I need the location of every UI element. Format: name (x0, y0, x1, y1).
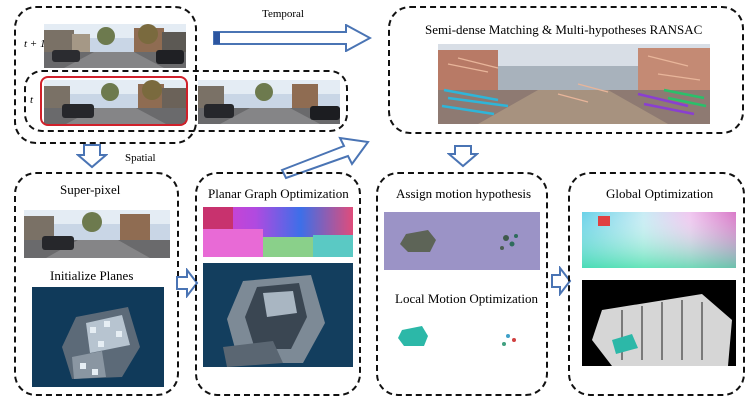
frame-t1-label: t + 1 (24, 38, 46, 50)
temporal-label: Temporal (262, 8, 304, 20)
matching-box (388, 6, 744, 134)
planar-to-matching-arrow (280, 136, 370, 180)
init-planes-title: Initialize Planes (50, 268, 134, 283)
frame-t-label: t (30, 94, 34, 106)
frame-t-pair-box (24, 70, 348, 132)
motion-box (376, 172, 548, 396)
temporal-arrow (213, 24, 372, 52)
matching-to-assign-arrow (447, 145, 479, 168)
input-frames-box (14, 6, 197, 144)
superpixel-title: Super-pixel (60, 182, 121, 197)
matching-title: Semi-dense Matching & Multi-hypotheses R… (425, 22, 703, 37)
global-flow-image (582, 212, 736, 268)
spatial-label: Spatial (125, 152, 156, 164)
planar-box (195, 172, 361, 396)
frame-t-highlight (40, 76, 188, 126)
superpixel-image (24, 210, 170, 258)
matching-flow-image (438, 44, 710, 124)
planar-pointcloud (203, 263, 353, 367)
local-motion-image (384, 312, 540, 358)
init-planes-pointcloud (32, 287, 164, 387)
global-title: Global Optimization (606, 186, 714, 201)
global-box (568, 172, 745, 396)
superpixel-to-planar-arrow (176, 268, 199, 298)
frame-t-image (44, 80, 186, 124)
assign-title: Assign motion hypothesis (396, 186, 532, 201)
frame-t1-image (44, 24, 186, 68)
spatial-arrow (76, 144, 108, 169)
global-pointcloud (582, 280, 736, 366)
planar-depth-image (203, 207, 353, 257)
assign-segmentation-image (384, 212, 540, 270)
planar-title: Planar Graph Optimization (208, 186, 349, 201)
local-title: Local Motion Optimization (395, 291, 538, 306)
frame-t-second-image (198, 80, 340, 124)
motion-to-global-arrow (551, 266, 572, 296)
